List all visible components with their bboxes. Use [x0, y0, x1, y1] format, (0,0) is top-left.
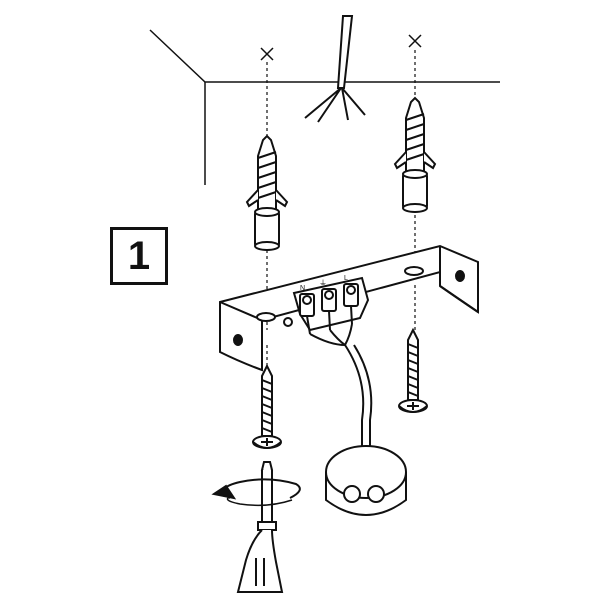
wires: [309, 323, 373, 452]
terminal-label-n: N: [300, 285, 305, 292]
step-number-badge: 1: [110, 227, 168, 285]
ceiling-lines: [149, 29, 500, 185]
step-number: 1: [127, 234, 151, 278]
wall-plug-icon: [246, 135, 288, 251]
ceiling-cable: [304, 15, 366, 123]
clockwise-rotation-arrow-icon: [211, 478, 301, 507]
wood-screw-icon: [252, 365, 282, 449]
terminal-label-l: L: [344, 275, 348, 282]
screwdriver-icon: [236, 461, 284, 593]
wood-screw-icon: [398, 329, 428, 413]
terminal-label-earth: ⏚: [319, 279, 327, 288]
wall-plug-icon: [394, 97, 436, 213]
ceiling-junction-box-icon: [325, 445, 407, 516]
terminal-block-icon: N ⏚ L: [292, 275, 370, 335]
drill-point-x-icon: [260, 34, 422, 61]
mounting-bracket-icon: [219, 244, 479, 372]
